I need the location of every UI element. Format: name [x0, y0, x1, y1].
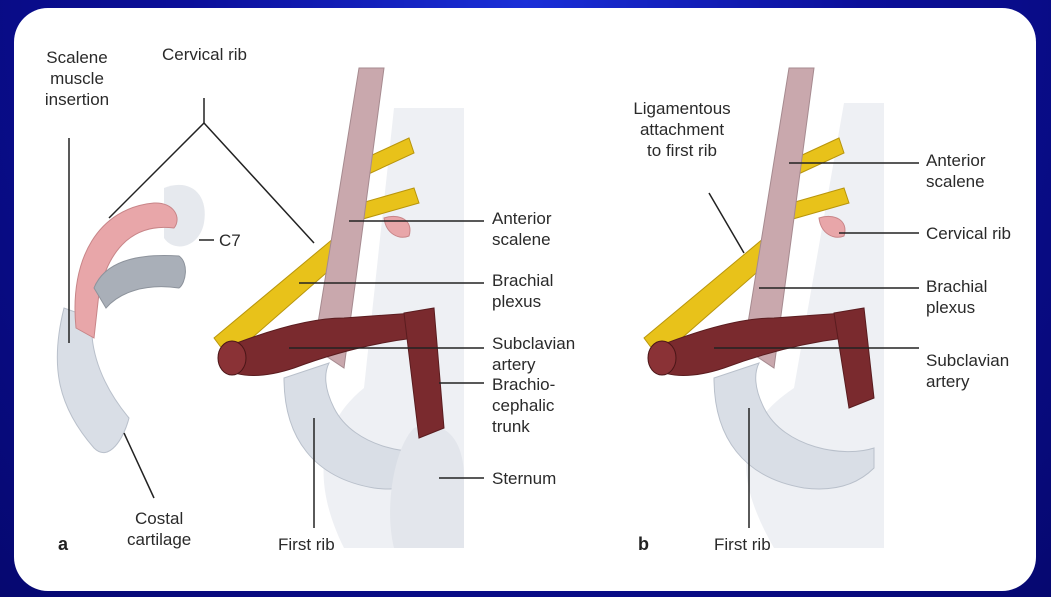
label-cervical-rib-a: Cervical rib [162, 44, 247, 65]
label-cervical-rib-b: Cervical rib [926, 223, 1011, 244]
artery-lumen-b [648, 341, 676, 375]
panel-letter-a: a [58, 534, 68, 555]
leader-costal-cartilage [124, 433, 154, 498]
label-subclavian-artery-b: Subclavian artery [926, 350, 1009, 392]
label-first-rib-a: First rib [278, 534, 335, 555]
leader-cervical-rib-right [204, 123, 314, 243]
label-brachiocephalic-trunk: Brachio- cephalic trunk [492, 374, 555, 437]
panel-a-isolated-ribs [57, 185, 205, 453]
label-anterior-scalene-b: Anterior scalene [926, 150, 986, 192]
figure-card: Scalene muscle insertion Cervical rib C7… [14, 8, 1036, 591]
label-scalene-muscle-insertion: Scalene muscle insertion [32, 47, 122, 110]
label-first-rib-b: First rib [714, 534, 771, 555]
label-c7: C7 [219, 230, 241, 251]
label-subclavian-artery-a: Subclavian artery [492, 333, 575, 375]
label-sternum: Sternum [492, 468, 556, 489]
panel-letter-b: b [638, 534, 649, 555]
panel-a-dissection [214, 68, 464, 548]
label-brachial-plexus-a: Brachial plexus [492, 270, 553, 312]
label-brachial-plexus-b: Brachial plexus [926, 276, 987, 318]
leader-ligamentous [709, 193, 744, 253]
artery-lumen [218, 341, 246, 375]
label-anterior-scalene-a: Anterior scalene [492, 208, 552, 250]
label-costal-cartilage: Costal cartilage [127, 508, 191, 550]
label-ligamentous-attachment: Ligamentous attachment to first rib [622, 98, 742, 161]
